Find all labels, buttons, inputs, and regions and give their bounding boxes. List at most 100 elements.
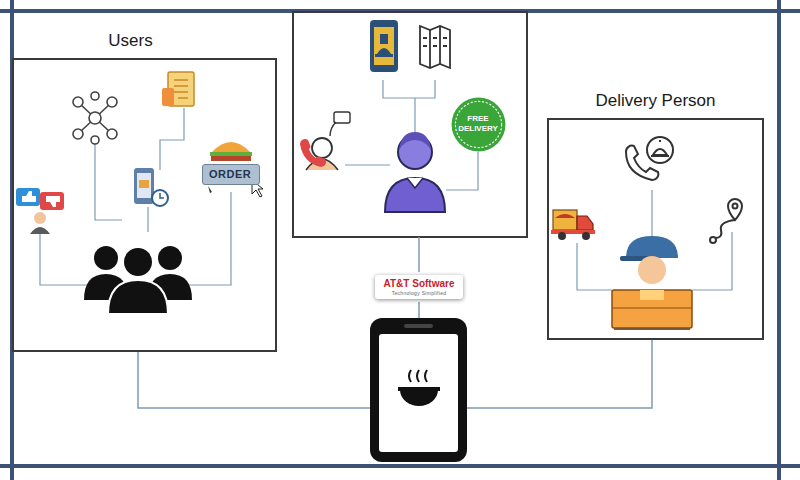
network-icon [91, 136, 99, 144]
feedback-icon [40, 192, 64, 210]
mobile-timer-icon [160, 193, 164, 198]
frame-lines [777, 0, 781, 480]
users-group [94, 246, 118, 270]
smartphone [409, 370, 427, 382]
receipt-icon [162, 88, 174, 106]
delivery-man [626, 236, 678, 258]
network-icon [107, 129, 117, 139]
admin-person [385, 132, 445, 212]
mobile-menu-icon [375, 54, 393, 57]
leader-line [414, 98, 415, 132]
delivery-man [640, 290, 664, 300]
mobile-timer-icon [134, 168, 154, 204]
network-icon [91, 92, 99, 100]
receipt-icon [162, 72, 194, 106]
connector-wire [418, 237, 420, 272]
leader-line [185, 192, 231, 285]
phone-call-icon [626, 137, 673, 180]
delivery-man [612, 308, 692, 309]
leader-line [446, 152, 478, 190]
connector-wire [138, 352, 370, 408]
menu-card-icon [420, 26, 450, 68]
network-icon [73, 97, 83, 107]
route-icon [710, 199, 742, 243]
admin-panel [293, 12, 527, 237]
connector-wire [467, 340, 652, 408]
truck-icon [551, 210, 595, 240]
receipt-icon [174, 80, 188, 98]
feedback-icon [22, 191, 36, 202]
mobile-menu-icon [380, 34, 388, 44]
menu-card-icon [423, 38, 447, 46]
order-tag-text: ORDER [209, 168, 253, 181]
smartphone [400, 390, 438, 406]
mobile-timer-icon [134, 168, 168, 206]
smartphone [404, 324, 433, 328]
leader-line [40, 232, 88, 285]
burger-icon [210, 152, 252, 156]
network-icon [73, 129, 83, 139]
feedback-icon [16, 188, 40, 206]
mobile-menu-icon [370, 20, 398, 72]
truck-icon [577, 216, 593, 230]
leader-line [651, 190, 652, 240]
leader-line [95, 142, 122, 220]
delivery-man [612, 290, 692, 328]
menu-card-icon [420, 26, 450, 68]
users-panel: UsersORDER [12, 58, 277, 352]
admin-person [399, 132, 431, 150]
logo-tagline: Technology Simplified [383, 290, 455, 297]
phone-call-icon [647, 137, 673, 163]
users-group [84, 246, 192, 314]
free-delivery-badge: FREE DELIVERY [451, 97, 506, 152]
truck-icon [553, 210, 577, 230]
admin-person [385, 178, 445, 212]
admin-person [407, 178, 423, 188]
badge-circle [451, 97, 505, 151]
order-tag: ORDER [202, 164, 260, 185]
smartphone [398, 387, 440, 391]
feedback-icon [30, 227, 50, 234]
leader-line [383, 80, 435, 98]
delivery-man [612, 236, 692, 330]
burger-icon [208, 186, 212, 193]
panel-heading: Delivery Person [549, 90, 762, 112]
frame-lines [0, 464, 800, 468]
mobile-menu-icon [374, 27, 394, 65]
feedback-icon [34, 212, 46, 224]
leader-line [692, 232, 732, 290]
support-icon [300, 139, 326, 167]
feedback-icon [46, 196, 60, 207]
smartphone [370, 318, 467, 462]
leader-line [577, 243, 612, 290]
users-group [158, 246, 182, 270]
badge-ring [455, 101, 501, 147]
connector-wire [418, 302, 420, 318]
support-icon [330, 122, 336, 136]
free-delivery-badge-text: FREE DELIVERY [456, 114, 500, 134]
menu-card-icon [439, 26, 441, 64]
mobile-menu-icon [377, 48, 391, 54]
burger-icon [212, 142, 250, 152]
mobile-timer-icon [152, 190, 168, 206]
company-logo: AT&T SoftwareTechnology Simplified [375, 275, 463, 299]
truck-icon [558, 232, 566, 240]
mobile-timer-icon [137, 173, 151, 198]
users-group [123, 247, 153, 277]
route-icon [733, 204, 738, 209]
network-icon [107, 97, 117, 107]
truck-icon [582, 232, 590, 240]
delivery-panel: Delivery Person [547, 118, 764, 340]
leader-line [147, 207, 148, 232]
route-icon [715, 220, 735, 238]
support-icon [334, 112, 350, 123]
mobile-menu-icon [370, 20, 398, 72]
route-icon [710, 237, 716, 243]
leader-line [160, 108, 184, 170]
users-group [108, 280, 168, 314]
logo-name: AT&T Software [383, 278, 455, 290]
panel-heading: Users [0, 30, 261, 52]
